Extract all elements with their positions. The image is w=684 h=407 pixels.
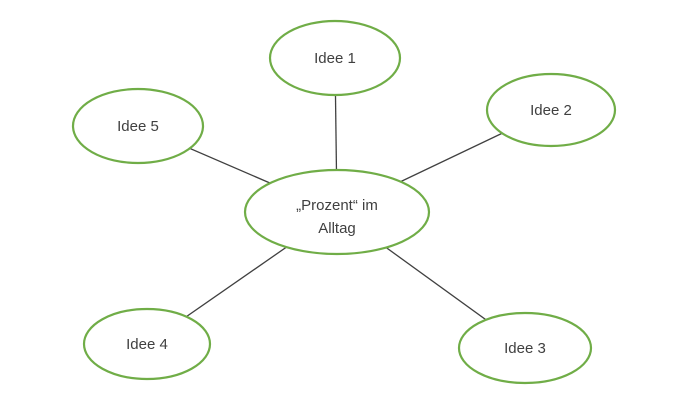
node-ellipse-idee-3[interactable] [457,311,593,385]
node-label-idee-4: Idee 4 [126,336,168,353]
node-label-idee-5: Idee 5 [117,118,159,135]
node-ellipse-idee-1[interactable] [268,19,402,97]
node-ellipse-center[interactable] [243,168,431,256]
node-ellipse-idee-2[interactable] [485,72,617,148]
node-ellipse-idee-4[interactable] [82,307,212,381]
node-ellipse-idee-5[interactable] [71,87,205,165]
node-label-line: Idee 1 [314,50,356,67]
node-idee-4[interactable]: Idee 4 [82,307,212,381]
node-label-idee-2: Idee 2 [530,102,572,119]
node-label-line: „Prozent“ im [296,197,378,214]
node-label-center: „Prozent“ im Alltag [296,197,378,237]
node-idee-2[interactable]: Idee 2 [485,72,617,148]
node-label-line: Alltag [318,220,356,237]
node-idee-3[interactable]: Idee 3 [457,311,593,385]
node-label-idee-1: Idee 1 [314,50,356,67]
node-label-line: Idee 4 [126,336,168,353]
node-label-line: Idee 2 [530,102,572,119]
node-idee-5[interactable]: Idee 5 [71,87,205,165]
nodes-layer: „Prozent“ im Alltag Idee 1 Idee 2 Idee 3 Idee… [71,19,617,385]
node-label-line: Idee 5 [117,118,159,135]
node-label-line: Idee 3 [504,340,546,357]
node-idee-1[interactable]: Idee 1 [268,19,402,97]
node-center[interactable]: „Prozent“ im Alltag [243,168,431,256]
node-label-idee-3: Idee 3 [504,340,546,357]
